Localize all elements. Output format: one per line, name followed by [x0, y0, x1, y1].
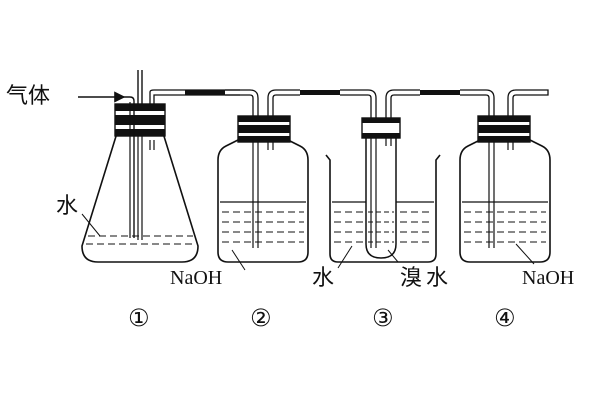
bottle-4: [459, 89, 551, 263]
apparatus-number-1: ①: [128, 304, 150, 332]
gas-inlet-label: 气体: [6, 84, 51, 109]
leader-water-flask: [81, 213, 101, 237]
leader-naoh-4: [515, 243, 535, 265]
leader-water-beaker: [337, 245, 353, 269]
bromine-water-label: 溴水: [400, 266, 453, 291]
rubber-connector-3: [420, 90, 460, 95]
naoh-bottle-4-label: NaOH: [522, 267, 575, 289]
rubber-connector-2: [300, 90, 340, 95]
leader-bromine: [387, 249, 399, 263]
bottle-2: [217, 89, 309, 263]
leader-naoh-2: [231, 249, 246, 271]
apparatus-number-2: ②: [250, 304, 272, 332]
beaker-3: [325, 89, 441, 263]
rubber-connector-1: [185, 90, 225, 95]
naoh-bottle-2-label: NaOH: [170, 267, 223, 289]
apparatus-number-3: ③: [372, 304, 394, 332]
apparatus-number-4: ④: [494, 304, 516, 332]
flask-1: [81, 70, 240, 263]
water-beaker-label: 水: [312, 266, 335, 291]
water-flask-label: 水: [56, 194, 79, 219]
